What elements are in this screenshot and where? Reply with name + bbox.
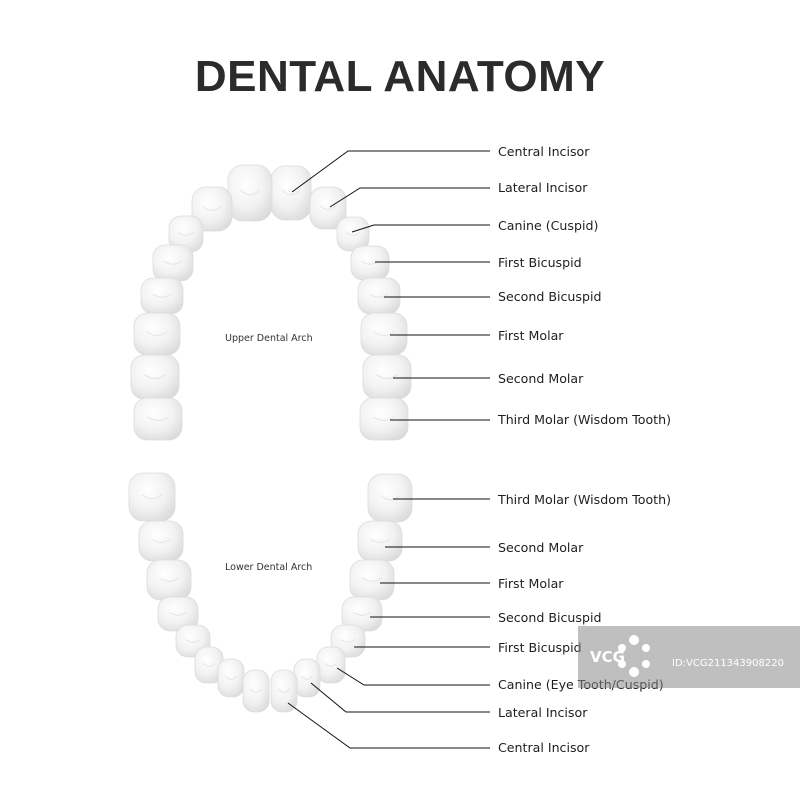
upper-label-first-molar: First Molar bbox=[498, 328, 564, 343]
upper-left-tooth bbox=[133, 312, 181, 356]
lower-label-second-molar: Second Molar bbox=[498, 540, 584, 555]
upper-left-tooth bbox=[152, 244, 194, 282]
upper-left-tooth bbox=[130, 354, 180, 400]
lower-right-tooth bbox=[316, 646, 346, 684]
upper-right-tooth bbox=[359, 397, 409, 441]
page-title: DENTAL ANATOMY bbox=[194, 52, 606, 101]
watermark: VCG ID:VCG211343908220 bbox=[578, 626, 800, 688]
upper-label-third-molar: Third Molar (Wisdom Tooth) bbox=[497, 412, 671, 427]
lower-label-lateral-incisor: Lateral Incisor bbox=[498, 705, 588, 720]
upper-arch-caption: Upper Dental Arch bbox=[225, 333, 313, 344]
lower-left-tooth bbox=[242, 669, 270, 713]
upper-left-tooth bbox=[191, 186, 233, 232]
lower-right-tooth bbox=[367, 473, 413, 523]
leader-line bbox=[336, 667, 490, 686]
upper-left-tooth bbox=[227, 164, 273, 222]
watermark-brand: VCG bbox=[590, 648, 625, 666]
upper-label-lateral-incisor: Lateral Incisor bbox=[498, 180, 588, 195]
lower-left-tooth bbox=[217, 658, 245, 698]
lower-label-first-bicuspid: First Bicuspid bbox=[498, 640, 582, 655]
lower-label-central-incisor: Central Incisor bbox=[498, 740, 590, 755]
leader-line bbox=[310, 682, 490, 713]
teeth-layer bbox=[128, 164, 413, 713]
upper-right-tooth bbox=[270, 165, 312, 221]
upper-right-tooth bbox=[350, 245, 390, 281]
lower-label-first-molar: First Molar bbox=[498, 576, 564, 591]
lower-left-tooth bbox=[157, 596, 199, 632]
upper-right-tooth bbox=[362, 354, 412, 400]
upper-arch-labels: Central Incisor Lateral Incisor Canine (… bbox=[497, 144, 671, 427]
upper-left-tooth bbox=[140, 277, 184, 315]
lower-label-second-bicuspid: Second Bicuspid bbox=[498, 610, 601, 625]
lower-left-tooth bbox=[128, 472, 176, 522]
upper-right-tooth bbox=[360, 312, 408, 356]
lower-right-tooth bbox=[293, 658, 321, 698]
lower-left-tooth bbox=[146, 559, 192, 601]
upper-label-canine: Canine (Cuspid) bbox=[498, 218, 598, 233]
leader-line bbox=[291, 150, 490, 193]
upper-label-first-bicuspid: First Bicuspid bbox=[498, 255, 582, 270]
lower-right-tooth bbox=[349, 559, 395, 601]
leader-line bbox=[287, 702, 490, 749]
lower-arch-caption: Lower Dental Arch bbox=[225, 562, 312, 573]
watermark-id: ID:VCG211343908220 bbox=[672, 658, 784, 669]
leader-lines bbox=[287, 150, 490, 749]
upper-label-second-bicuspid: Second Bicuspid bbox=[498, 289, 601, 304]
lower-right-tooth bbox=[357, 520, 403, 562]
lower-label-third-molar: Third Molar (Wisdom Tooth) bbox=[497, 492, 671, 507]
upper-left-tooth bbox=[133, 397, 183, 441]
leader-line bbox=[351, 224, 490, 233]
lower-left-tooth bbox=[138, 520, 184, 562]
leader-line bbox=[329, 187, 490, 208]
watermark-logo-icon bbox=[618, 635, 650, 677]
upper-label-second-molar: Second Molar bbox=[498, 371, 584, 386]
upper-label-central-incisor: Central Incisor bbox=[498, 144, 590, 159]
lower-right-tooth bbox=[270, 669, 298, 713]
lower-arch-labels: Third Molar (Wisdom Tooth) Second Molar … bbox=[497, 492, 671, 755]
upper-right-tooth bbox=[309, 186, 347, 230]
upper-right-tooth bbox=[357, 277, 401, 315]
